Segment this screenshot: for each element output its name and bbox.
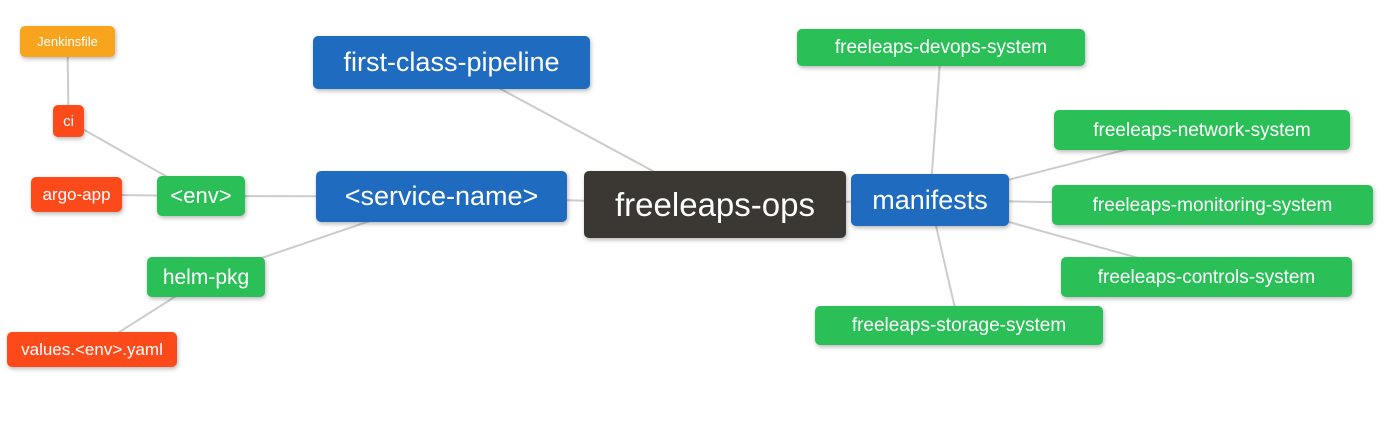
node-manifests[interactable]: manifests xyxy=(851,174,1009,226)
node-env[interactable]: <env> xyxy=(157,176,245,216)
node-freeleaps-devops-system[interactable]: freeleaps-devops-system xyxy=(797,29,1085,66)
node-freeleaps-monitoring-system[interactable]: freeleaps-monitoring-system xyxy=(1052,185,1373,225)
node-jenkinsfile[interactable]: Jenkinsfile xyxy=(20,26,115,57)
node-freeleaps-controls-system[interactable]: freeleaps-controls-system xyxy=(1061,257,1352,297)
node-ci[interactable]: ci xyxy=(53,105,84,137)
node-argo-app[interactable]: argo-app xyxy=(31,177,122,212)
node-freeleaps-network-system[interactable]: freeleaps-network-system xyxy=(1054,110,1350,150)
node-first-class-pipeline[interactable]: first-class-pipeline xyxy=(313,36,590,89)
node-values-env-yaml[interactable]: values.<env>.yaml xyxy=(7,332,177,367)
node-helm-pkg[interactable]: helm-pkg xyxy=(147,257,265,297)
node-freeleaps-ops[interactable]: freeleaps-ops xyxy=(584,171,846,238)
node-freeleaps-storage-system[interactable]: freeleaps-storage-system xyxy=(815,306,1103,345)
node-service-name[interactable]: <service-name> xyxy=(316,171,567,222)
